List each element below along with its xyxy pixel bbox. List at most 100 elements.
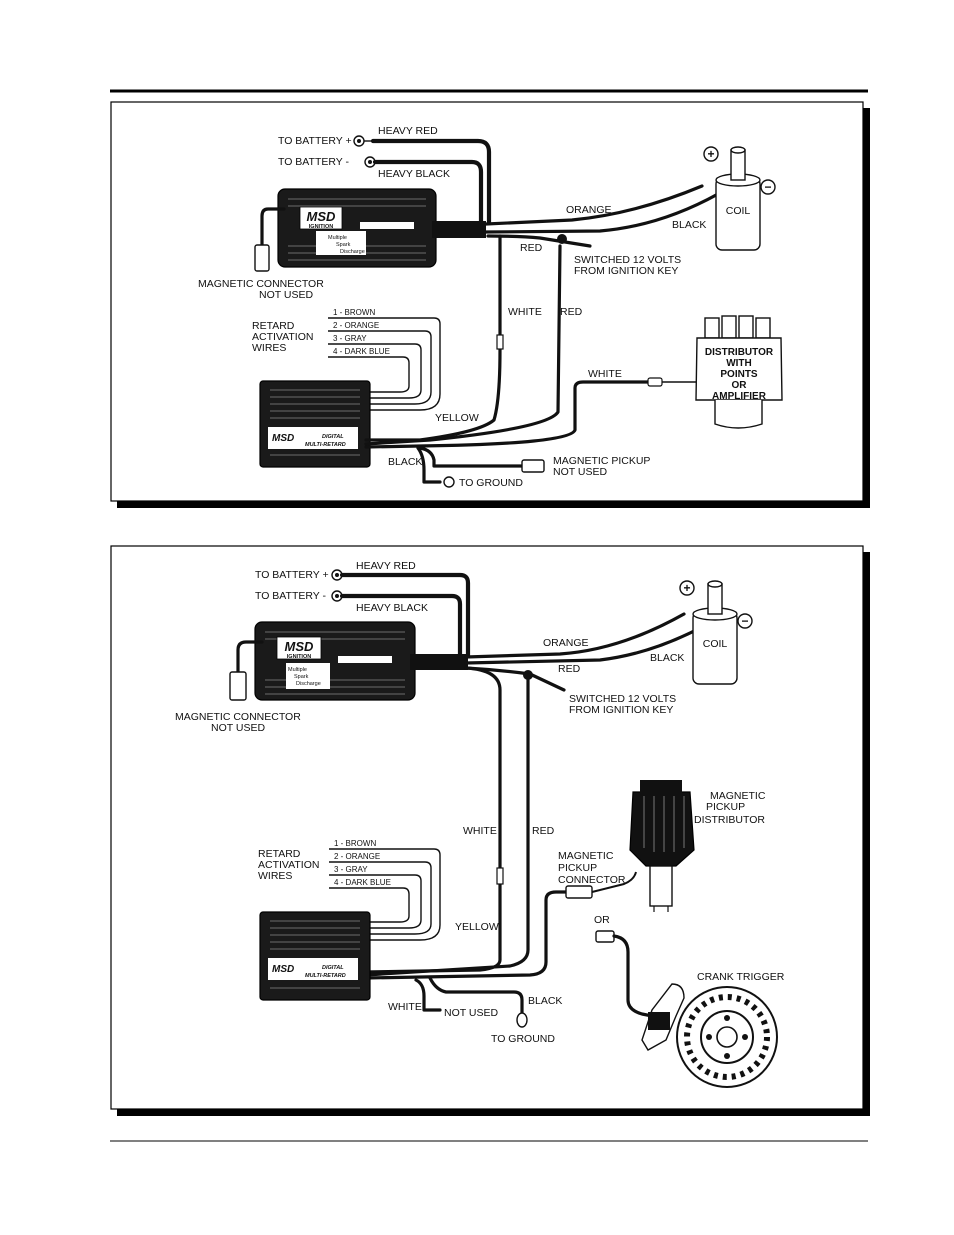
pickup-conn-label-3: CONNECTOR (558, 874, 626, 886)
white-label-3: WHITE (463, 825, 497, 837)
msd-logo-text-2: MSD (285, 639, 315, 654)
coil-minus-sign-2: − (741, 614, 748, 628)
mag-pickup-connector (521, 459, 545, 473)
yellow-label: YELLOW (435, 412, 479, 424)
pickup-conn-label-1: MAGNETIC (558, 850, 614, 862)
heavy-red-label: HEAVY RED (378, 125, 438, 137)
ignition-coil-2: + − COIL (679, 580, 753, 685)
red-label-3: RED (558, 663, 581, 675)
orange-label-2: ORANGE (543, 637, 589, 649)
msd-ignition-box: MSD IGNITION Multiple Spark Discharge (277, 188, 486, 268)
coil-minus-sign: − (764, 180, 771, 194)
coil-plus-sign: + (707, 147, 714, 161)
mag-pickup-label-2: NOT USED (553, 466, 607, 478)
multi-retard-text-2: MULTI-RETARD (305, 973, 346, 979)
mag-conn-label-2: NOT USED (259, 289, 313, 301)
black-label: BLACK (672, 219, 706, 231)
retard-msd-logo-2: MSD (272, 964, 294, 975)
black-coil-wire (484, 192, 720, 234)
wire-4-label: 4 - DARK BLUE (333, 347, 390, 356)
heavy-black-label: HEAVY BLACK (378, 168, 450, 180)
coil-plus-sign-2: + (683, 581, 690, 595)
mag-conn-label-3: MAGNETIC CONNECTOR (175, 711, 301, 723)
ground-terminal (443, 476, 455, 488)
to-ground-label: TO GROUND (459, 477, 523, 489)
msd-harness-2 (410, 654, 468, 670)
to-battery-pos-label: TO BATTERY + (278, 135, 352, 147)
ignition-coil: + − COIL (703, 146, 776, 251)
pickup-conn-label-2: PICKUP (558, 862, 597, 874)
pickup-to-dist-wire (591, 871, 637, 893)
heavy-red-label-2: HEAVY RED (356, 560, 416, 572)
to-battery-neg-label-2: TO BATTERY - (255, 590, 326, 602)
not-used-label: NOT USED (444, 1007, 498, 1019)
dist-label-4: OR (732, 380, 748, 391)
wire-1-label-2: 1 - BROWN (334, 839, 376, 848)
orange-label: ORANGE (566, 204, 612, 216)
red-retard-wire (364, 244, 562, 446)
multiple-text: Multiple (328, 235, 347, 241)
retard-wire-brown-2 (329, 848, 441, 941)
retard-wire-orange (328, 330, 432, 405)
pickup-connector (565, 885, 593, 899)
magnetic-pickup-distributor (629, 780, 695, 912)
multi-retard-text: MULTI-RETARD (305, 442, 346, 448)
digital-multi-retard-box-2: MSD DIGITAL MULTI-RETARD (259, 911, 371, 1001)
retard-wire-orange-2 (329, 861, 432, 935)
retard-wire-gray-2 (329, 874, 422, 929)
red-label-2: RED (560, 306, 583, 318)
retard-wire-blue (328, 356, 410, 393)
to-ground-label-2: TO GROUND (491, 1033, 555, 1045)
wire-3-label: 3 - GRAY (333, 334, 367, 343)
discharge-text-2: Discharge (296, 681, 321, 687)
retard-msd-logo: MSD (272, 433, 294, 444)
switched-label-3: SWITCHED 12 VOLTS (569, 693, 676, 705)
not-used-wire (414, 978, 442, 1012)
white-wire-connector-2 (496, 867, 504, 885)
retard-label-2: ACTIVATION (252, 331, 313, 343)
black-ground-wire-2 (428, 976, 524, 1014)
msd-logo-text: MSD (307, 209, 337, 224)
msd-ignition-box-2: MSD IGNITION Multiple Spark Discharge (254, 621, 468, 701)
wire-4-label-2: 4 - DARK BLUE (334, 878, 391, 887)
top-diagram-panel: TO BATTERY + TO BATTERY - HEAVY RED HEAV… (110, 101, 870, 508)
black-label-2: BLACK (388, 456, 422, 468)
white-dist-wire (364, 380, 650, 449)
mag-conn-label-1: MAGNETIC CONNECTOR (198, 278, 324, 290)
black-label-3: BLACK (650, 652, 684, 664)
retard-label-4: RETARD (258, 848, 301, 860)
mag-pickup-wire (418, 446, 524, 468)
battery-negative-terminal (364, 156, 376, 168)
msd-harness (432, 221, 486, 238)
heavy-black-label-2: HEAVY BLACK (356, 602, 428, 614)
wire-2-label-2: 2 - ORANGE (334, 852, 380, 861)
dist-wire-connector (647, 377, 663, 387)
heavy-black-wire-2 (339, 593, 463, 659)
orange-wire-2 (464, 612, 686, 659)
magnetic-connector-2 (229, 671, 247, 701)
mag-pickup-label-1: MAGNETIC PICKUP (553, 455, 650, 467)
white-label-2: WHITE (588, 368, 622, 380)
ground-wire (416, 446, 442, 484)
bottom-diagram-panel: TO BATTERY + TO BATTERY - HEAVY RED HEAV… (110, 545, 870, 1116)
yellow-white-trunk (364, 234, 502, 442)
red-trunk-wire-2 (364, 673, 530, 977)
spark-text-2: Spark (294, 674, 309, 680)
red-label-1: RED (520, 242, 543, 254)
dist-label-2: WITH (726, 358, 752, 369)
retard-wire-blue-2 (329, 887, 410, 923)
yellow-label-2: YELLOW (455, 921, 499, 933)
mag-dist-label-1: MAGNETIC (710, 790, 766, 802)
mag-dist-label-2: PICKUP (706, 801, 745, 813)
coil-label-2: COIL (703, 638, 728, 650)
discharge-text: Discharge (340, 249, 365, 255)
heavy-red-wire (370, 138, 492, 225)
mag-conn-label-4: NOT USED (211, 722, 265, 734)
white-label-4: WHITE (388, 1001, 422, 1013)
crank-trigger-wire (612, 934, 654, 1018)
magnetic-connector (254, 244, 270, 272)
pickup-harness-wire (364, 890, 568, 980)
to-battery-pos-label-2: TO BATTERY + (255, 569, 329, 581)
coil-label: COIL (726, 205, 751, 217)
